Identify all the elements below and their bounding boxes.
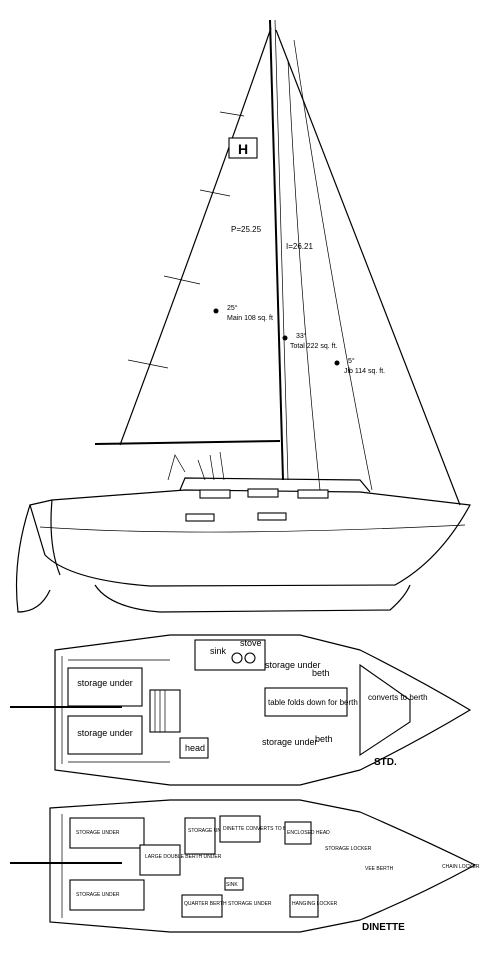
stove-burner [244,652,256,664]
std-head [179,737,209,759]
din-sink: SINK [226,882,238,888]
jib-area-top: 5° [348,357,355,365]
din-large-double: LARGE DOUBLE BERTH UNDER [145,854,222,860]
i-dimension: I=26.21 [286,242,313,251]
din-chain-locker: CHAIN LOCKER [442,864,480,870]
p-dimension: P=25.25 [231,225,262,234]
hull-port [257,512,287,521]
svg-text:storage under: storage under [77,678,133,688]
forestay [275,29,461,506]
svg-text:storage under: storage under [77,728,133,738]
cockpit-seat [67,667,143,707]
std-label: STD. [374,757,397,768]
din-storage: STORAGE UNDER [188,828,232,834]
jib-area: Jib 114 sq. ft. [344,368,385,375]
din-storage-under-2: STORAGE UNDER [76,892,120,898]
main-centroid-mark [213,308,219,314]
mast [269,19,284,481]
std-beth-1: beth [312,668,330,678]
din-enclosed-head: ENCLOSED HEAD [287,830,330,836]
din-label: DINETTE [362,922,405,933]
hull-port [185,513,215,522]
std-storage-under-4: storage under [262,737,318,747]
total-centroid-mark [282,335,288,341]
din-storage-locker: STORAGE LOCKER [325,846,372,852]
din-hanging-locker: HANGING LOCKER [292,901,338,907]
vee-berth [359,663,411,757]
total-area-top: 33° [296,332,307,340]
mainsail-leech [119,27,272,446]
main-area-top: 25° [227,304,238,312]
std-converts: converts to berth [368,693,428,702]
cockpit-seat [67,715,143,755]
boom [94,440,281,445]
std-storage-under-3: storage under [265,660,321,670]
std-stove: stove [240,638,262,648]
standard-layout: storage under storage under sink stove s… [10,634,472,786]
std-beth-2: beth [315,734,333,744]
din-dinette: DINETTE CONVERTS TO BERTH [223,826,300,832]
total-area: Total 222 sq. ft. [290,343,338,350]
std-storage-under-2: storage under [77,728,133,738]
std-sink: sink [210,646,227,656]
dinette-layout: STORAGE UNDER STORAGE UNDER LARGE DOUBLE… [10,799,480,933]
jib-centroid-mark [334,360,340,366]
din-quarter-berth: QUARTER BERTH STORAGE UNDER [184,901,272,907]
std-head-label: head [185,743,205,753]
std-table [264,687,348,717]
din-vee-berth: VEE BERTH [365,866,394,872]
svg-text:H: H [238,141,248,157]
jib-sheet [293,39,373,491]
sail-insignia [228,137,258,159]
std-table-label: table folds down for berth [268,698,358,707]
main-area: Main 108 sq. ft [227,315,273,322]
stove-burner [231,652,243,664]
sail-plan: H P=25.25 I=26.21 25° Main 108 sq. ft 33… [94,19,461,506]
hull-profile [15,477,471,613]
din-storage-under-1: STORAGE UNDER [76,830,120,836]
std-storage-under-1: storage under [77,678,133,688]
